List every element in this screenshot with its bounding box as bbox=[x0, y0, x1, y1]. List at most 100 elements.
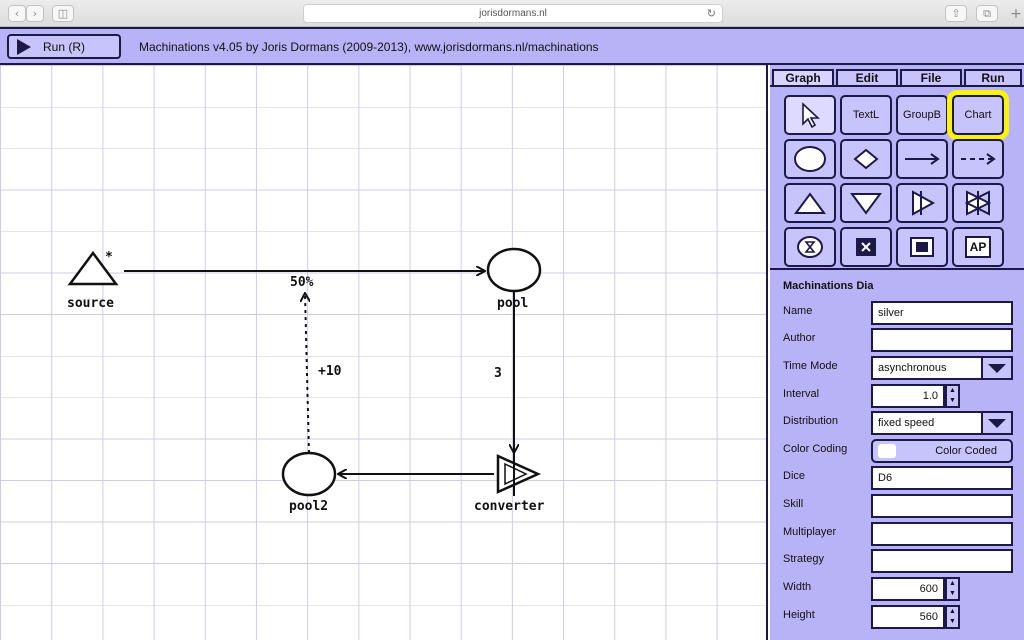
height-input[interactable]: 560 bbox=[871, 605, 945, 629]
prop-time-mode: Time Mode asynchronous bbox=[783, 354, 1013, 380]
reload-icon[interactable]: ↻ bbox=[706, 8, 716, 20]
prop-multiplayer: Multiplayer bbox=[783, 520, 1013, 546]
prop-author-label: Author bbox=[783, 332, 816, 344]
pool2-node[interactable] bbox=[281, 451, 337, 497]
width-input[interactable]: 600 bbox=[871, 577, 945, 601]
prop-color-coding: Color Coding Color Coded bbox=[783, 437, 1013, 463]
width-stepper-icon[interactable]: ▲▼ bbox=[945, 577, 960, 601]
color-coding-button[interactable]: Color Coded bbox=[871, 439, 1013, 463]
pool-label: pool bbox=[497, 296, 528, 311]
interval-input[interactable]: 1.0 bbox=[871, 384, 945, 408]
interval-stepper-icon[interactable]: ▲▼ bbox=[945, 384, 960, 408]
prop-strategy: Strategy bbox=[783, 547, 1013, 573]
tabs-icon[interactable]: ⧉ bbox=[976, 5, 998, 22]
text-label-tool[interactable]: TextL bbox=[840, 95, 892, 135]
tab-run[interactable]: Run bbox=[964, 69, 1022, 85]
prop-name: Name silver bbox=[783, 299, 1013, 325]
back-icon[interactable]: ‹ bbox=[8, 5, 26, 22]
author-input[interactable] bbox=[871, 328, 1013, 352]
multiplayer-input[interactable] bbox=[871, 522, 1013, 546]
delay-tool[interactable] bbox=[784, 227, 836, 267]
app-title: Machinations v4.05 by Joris Dormans (200… bbox=[139, 40, 599, 54]
app-header: Run (R) Machinations v4.05 by Joris Dorm… bbox=[0, 27, 1024, 65]
prop-author: Author bbox=[783, 326, 1013, 352]
prop-skill-label: Skill bbox=[783, 498, 804, 510]
skill-input[interactable] bbox=[871, 494, 1013, 518]
source-tool[interactable] bbox=[784, 183, 836, 223]
prop-interval-label: Interval bbox=[783, 388, 820, 400]
panel-tabs: Graph Edit File Run bbox=[770, 67, 1024, 85]
forward-icon[interactable]: › bbox=[26, 5, 44, 22]
prop-dice-label: Dice bbox=[783, 470, 806, 482]
properties-title: Machinations Dia bbox=[783, 280, 874, 292]
arrow-right-icon bbox=[905, 153, 940, 165]
group-box-tool[interactable]: GroupB bbox=[896, 95, 948, 135]
hourglass-icon bbox=[797, 236, 823, 258]
converter-tool[interactable] bbox=[896, 183, 948, 223]
pool-node[interactable] bbox=[486, 247, 542, 293]
time-mode-value: asynchronous bbox=[878, 362, 947, 374]
time-mode-select[interactable]: asynchronous bbox=[871, 356, 1013, 380]
gate-tool[interactable] bbox=[840, 139, 892, 179]
resource-connection-tool[interactable] bbox=[896, 139, 948, 179]
select-tool[interactable] bbox=[784, 95, 836, 135]
height-stepper-icon[interactable]: ▲▼ bbox=[945, 605, 960, 629]
diagram-canvas[interactable]: * source pool pool2 converter 50% +10 3 bbox=[0, 65, 768, 640]
prop-color-coding-label: Color Coding bbox=[783, 443, 848, 455]
state-connection-tool[interactable] bbox=[952, 139, 1004, 179]
side-panel: Graph Edit File Run TextL GroupB Chart bbox=[770, 65, 1024, 640]
triangle-down-icon bbox=[850, 193, 882, 215]
pool-icon bbox=[794, 146, 826, 172]
trader-tool[interactable] bbox=[952, 183, 1004, 223]
source-label: source bbox=[67, 296, 114, 311]
distribution-select[interactable]: fixed speed bbox=[871, 411, 1013, 435]
trader-icon bbox=[964, 190, 992, 216]
strategy-input[interactable] bbox=[871, 549, 1013, 573]
pool-tool[interactable] bbox=[784, 139, 836, 179]
edge-label-3: 3 bbox=[494, 366, 502, 381]
play-icon bbox=[17, 38, 31, 55]
browser-chrome: ‹ › ◫ jorisdormans.nl ↻ ⇧ ⧉ + bbox=[0, 0, 1024, 27]
prop-multiplayer-label: Multiplayer bbox=[783, 526, 837, 538]
prop-strategy-label: Strategy bbox=[783, 553, 824, 565]
chevron-down-icon[interactable] bbox=[981, 413, 1011, 433]
prop-dice: Dice D6 bbox=[783, 464, 1013, 490]
dashed-arrow-icon bbox=[961, 153, 996, 165]
prop-interval: Interval 1.0 ▲▼ bbox=[783, 382, 1013, 408]
sidebar-icon[interactable]: ◫ bbox=[52, 5, 74, 22]
drain-tool[interactable] bbox=[840, 183, 892, 223]
prop-height: Height 560 ▲▼ bbox=[783, 603, 1013, 629]
diagram-svg: * source pool pool2 converter 50% +10 3 bbox=[67, 247, 545, 514]
distribution-value: fixed speed bbox=[878, 417, 935, 429]
converter-label: converter bbox=[474, 499, 545, 514]
prop-distribution: Distribution fixed speed bbox=[783, 409, 1013, 435]
chevron-down-icon[interactable] bbox=[981, 358, 1011, 378]
converter-icon bbox=[912, 190, 936, 216]
end-condition-tool[interactable] bbox=[840, 227, 892, 267]
dice-input[interactable]: D6 bbox=[871, 466, 1013, 490]
properties-panel: Machinations Dia Name silver Author Time… bbox=[770, 272, 1024, 640]
edge-pool2-state[interactable] bbox=[305, 294, 309, 454]
tab-edit[interactable]: Edit bbox=[836, 69, 898, 85]
run-button[interactable]: Run (R) bbox=[7, 34, 121, 59]
source-mark: * bbox=[105, 250, 113, 265]
edge-label-50: 50% bbox=[290, 275, 314, 290]
address-bar[interactable]: jorisdormans.nl ↻ bbox=[303, 4, 723, 23]
run-button-label: Run (R) bbox=[43, 39, 86, 54]
tab-graph[interactable]: Graph bbox=[772, 69, 834, 85]
tool-palette: TextL GroupB Chart bbox=[770, 85, 1024, 270]
name-input[interactable]: silver bbox=[871, 301, 1013, 325]
register-icon bbox=[910, 237, 934, 257]
end-x-icon bbox=[856, 238, 876, 256]
chart-tool[interactable]: Chart bbox=[947, 90, 1009, 140]
artificial-player-tool[interactable]: AP bbox=[952, 227, 1004, 267]
prop-height-label: Height bbox=[783, 609, 815, 621]
register-tool[interactable] bbox=[896, 227, 948, 267]
checkbox-icon[interactable] bbox=[878, 444, 896, 458]
prop-width: Width 600 ▲▼ bbox=[783, 575, 1013, 601]
converter-node[interactable] bbox=[496, 452, 542, 496]
share-icon[interactable]: ⇧ bbox=[945, 5, 967, 22]
new-tab-icon[interactable]: + bbox=[1010, 5, 1022, 22]
tab-file[interactable]: File bbox=[900, 69, 962, 85]
source-node[interactable] bbox=[67, 250, 119, 286]
